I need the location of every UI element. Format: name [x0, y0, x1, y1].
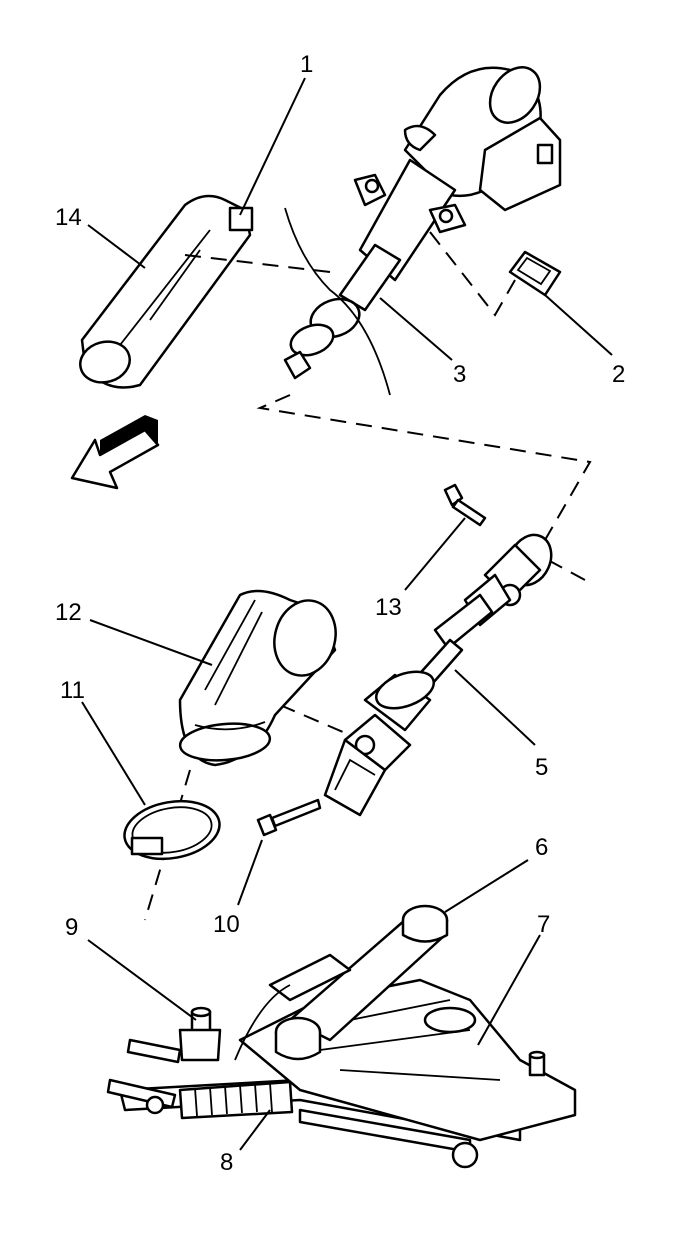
leader-1 [239, 77, 306, 216]
assembly-line-shaft [256, 394, 592, 541]
leader-13 [404, 517, 466, 591]
leader-5 [454, 669, 536, 746]
leader-7 [477, 934, 541, 1046]
leader-9 [87, 939, 197, 1021]
callout-10: 10 [213, 911, 240, 938]
steering-column-upper [283, 66, 562, 396]
boot-part-12 [178, 589, 337, 767]
intermediate-shaft-part-5 [323, 533, 553, 817]
assembly-line-shaft-end [547, 559, 586, 581]
bolt-part-13 [443, 483, 487, 527]
callout-1: 1 [300, 51, 313, 78]
seal-part-2 [508, 250, 562, 297]
callout-labels: 1 2 3 5 6 7 8 9 10 11 12 13 14 [55, 51, 625, 1176]
clamp-part-11 [123, 799, 221, 861]
callout-11: 11 [60, 677, 85, 704]
callout-2: 2 [612, 361, 625, 388]
leader-6 [444, 859, 529, 913]
leader-10 [237, 839, 263, 906]
callout-9: 9 [65, 914, 78, 941]
leader-14 [87, 224, 146, 269]
callout-13: 13 [375, 594, 402, 621]
assembly-line-seal [429, 231, 516, 317]
leader-lines [81, 77, 613, 1151]
callout-14: 14 [55, 204, 82, 231]
leader-12 [89, 619, 213, 666]
callout-12: 12 [55, 599, 82, 626]
callout-6: 6 [535, 834, 548, 861]
callout-8: 8 [220, 1149, 233, 1176]
steering-gear-assembly [106, 904, 577, 1169]
cover-part-14 [79, 194, 254, 389]
front-direction-arrow [70, 415, 160, 490]
assembly-line-coupler [279, 704, 351, 736]
bolt-part-10 [256, 798, 322, 837]
leader-11 [81, 701, 146, 806]
callout-5: 5 [535, 754, 548, 781]
callout-7: 7 [537, 911, 550, 938]
leader-3 [379, 297, 453, 361]
leader-8 [239, 1109, 271, 1151]
leader-2 [544, 294, 613, 356]
callout-3: 3 [453, 361, 466, 388]
